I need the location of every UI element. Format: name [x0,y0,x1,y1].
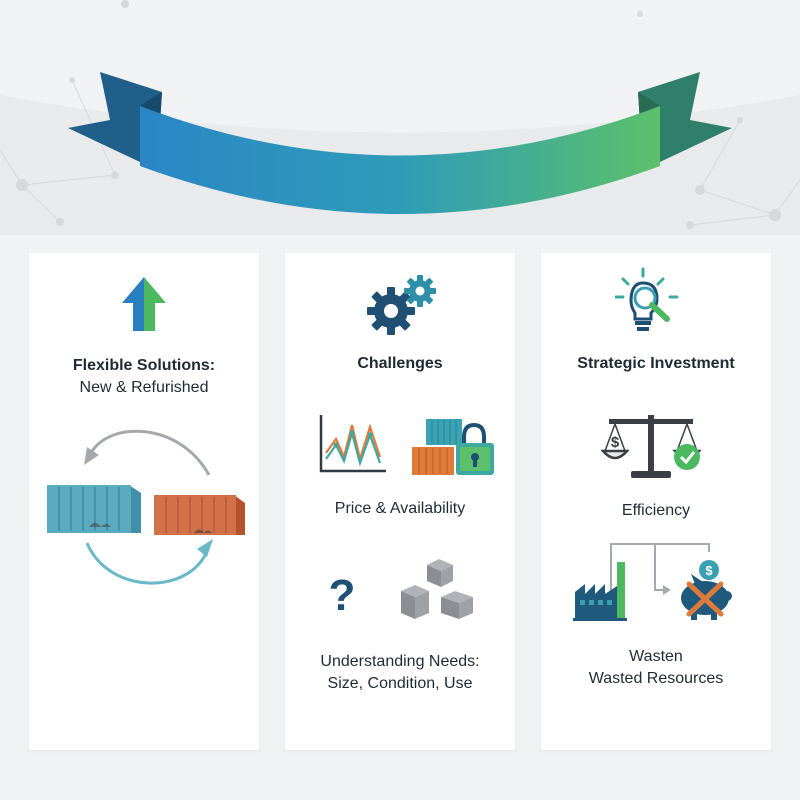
strategic-investment-title: Strategic Investment [577,355,735,372]
wasted-resources-label: Wasten Wasted Resources [588,648,724,687]
svg-text:$: $ [611,434,620,451]
price-availability-label: Price & Availability [334,500,466,517]
challenges-title: Challenges [357,355,443,372]
question-mark-icon: ? [329,571,356,618]
container-lock-icon [412,419,494,475]
line-chart-icon [319,415,386,473]
containers-cycle-illustration [47,429,245,585]
ribbon-banner [68,72,732,214]
boxes-icon [401,559,473,619]
flexible-solutions-card: Flexible Solutions: New & Refurished [29,253,259,750]
gears-icon [367,275,436,335]
flexible-solutions-title: Flexible Solutions: New & Refurished [72,357,216,396]
up-arrow-icon [122,277,166,331]
balance-scale-icon: $ [601,415,701,478]
efficiency-label: Efficiency [621,502,691,519]
challenges-card: Challenges Price & Availability ? [285,253,515,750]
understanding-needs-label: Understanding Needs: Size, Condition, Us… [320,653,480,692]
factory-piggy-bank-icon: $ [573,543,732,621]
svg-text:?: ? [329,571,356,618]
strategic-investment-card: Strategic Investment $ Efficiency $ [541,253,771,750]
svg-text:$: $ [705,563,713,578]
lightbulb-search-icon [615,267,679,331]
